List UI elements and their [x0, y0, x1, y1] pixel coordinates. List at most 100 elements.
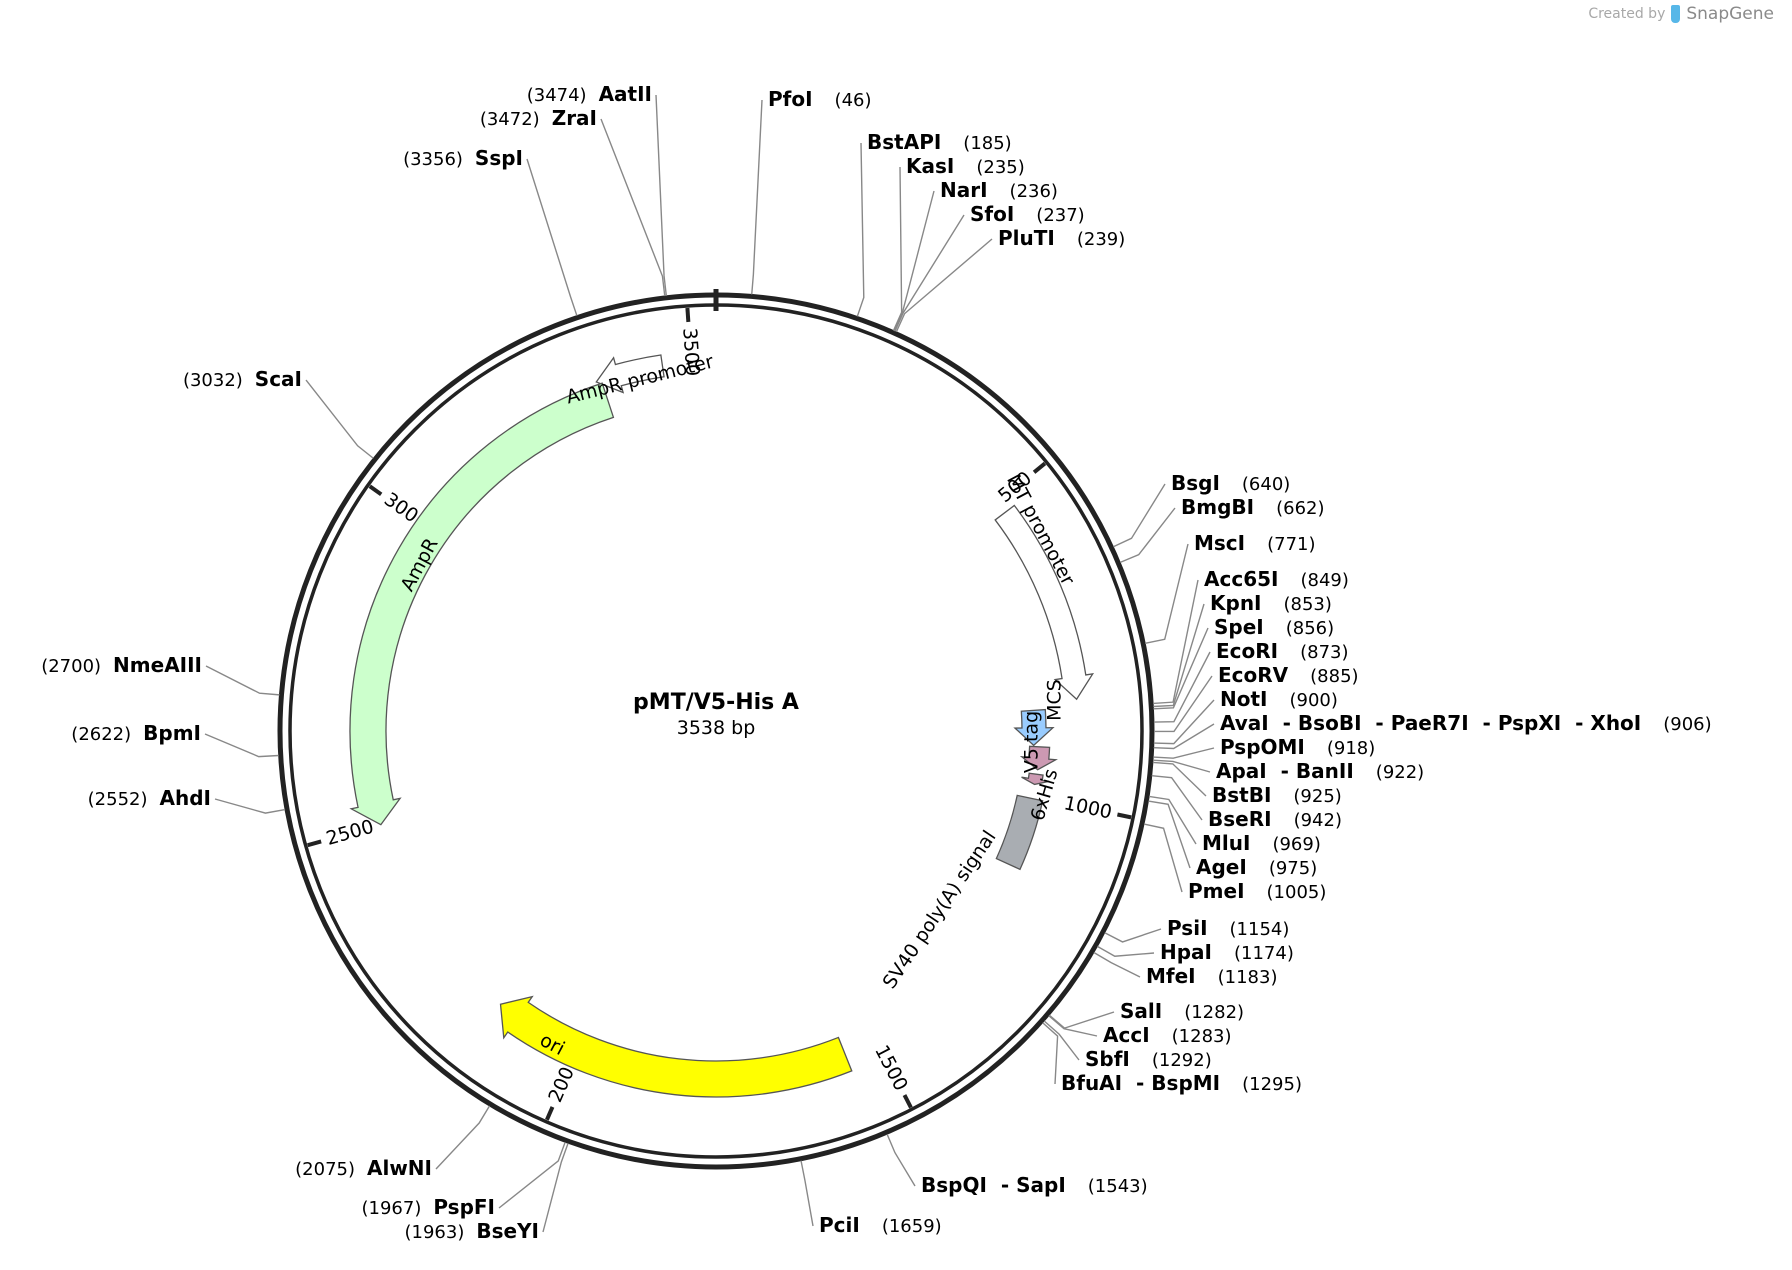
site-apai: ApaI - BanII (922): [1152, 759, 1424, 783]
site-nari-position: (236): [1010, 181, 1058, 202]
site-pmei-leader: [1143, 823, 1183, 893]
site-pspomi-position: (918): [1327, 738, 1375, 759]
site-nmeaiii-name: NmeAIII: [113, 653, 202, 677]
feature-ampr: [349, 382, 615, 826]
site-pfoi-leader: [751, 99, 763, 295]
site-agei: AgeI(975): [1148, 800, 1317, 879]
site-bstbi-position: (925): [1293, 786, 1341, 807]
site-bseyi-position: (1963): [405, 1222, 465, 1243]
site-pcii-name: PciI: [819, 1213, 860, 1237]
site-pcii-position: (1659): [882, 1216, 942, 1237]
site-bseyi-name: BseYI: [476, 1219, 539, 1243]
site-bstapi-position: (185): [963, 133, 1011, 154]
tick-mark: [1116, 812, 1132, 820]
site-aatii: AatII(3474): [527, 82, 668, 296]
site-sbfi-leader: [1043, 1020, 1080, 1061]
site-ecorv-position: (885): [1310, 666, 1358, 687]
site-bseri-position: (942): [1294, 810, 1342, 831]
site-pluti: PluTI(239): [895, 226, 1125, 333]
site-pluti-position: (239): [1077, 229, 1125, 250]
site-nmeaiii-position: (2700): [41, 656, 101, 677]
site-bseyi-leader: [542, 1143, 569, 1233]
tick-mark: [307, 839, 322, 848]
feature-mcs: [1013, 708, 1055, 747]
site-bstbi: BstBI(925): [1152, 761, 1342, 807]
feature-ori: [499, 995, 853, 1098]
site-pmei-name: PmeI: [1188, 879, 1245, 903]
feature-6xhis-arrow: [1021, 772, 1050, 786]
site-mlui-name: MluI: [1202, 831, 1250, 855]
snapgene-logo-icon: [1671, 5, 1681, 23]
plasmid-length: 3538 bp: [677, 717, 756, 739]
site-avai: AvaI - BsoBI - PaeR7I - PspXI - XhoI(906…: [1153, 711, 1712, 750]
site-acci-position: (1283): [1172, 1026, 1232, 1047]
site-sali-leader: [1048, 1011, 1115, 1029]
site-pfoi-name: PfoI: [768, 87, 813, 111]
site-agei-leader: [1148, 800, 1191, 869]
site-mfei-name: MfeI: [1146, 964, 1196, 988]
site-sbfi-name: SbfI: [1085, 1047, 1130, 1071]
feature-mt-promoter: [994, 504, 1095, 701]
site-psii-position: (1154): [1230, 919, 1290, 940]
credit-brand: SnapGene: [1686, 4, 1774, 24]
site-kpni-name: KpnI: [1210, 591, 1262, 615]
site-bstapi-name: BstAPI: [867, 130, 941, 154]
site-mlui-position: (969): [1272, 834, 1320, 855]
site-pspfi-name: PspFI: [433, 1195, 495, 1219]
site-bseri-leader: [1151, 774, 1203, 821]
site-bpmi-position: (2622): [71, 724, 131, 745]
feature-ori-arrow: [499, 995, 853, 1098]
site-bspqi-position: (1543): [1088, 1176, 1148, 1197]
site-kpni: KpnI (853): [1153, 591, 1332, 708]
site-ecorv-leader: [1153, 675, 1213, 733]
site-ahdi-leader: [214, 798, 286, 814]
site-ecori: EcoRI(873): [1153, 639, 1349, 723]
site-sspi-leader: [526, 158, 578, 316]
tick-label: 2500: [324, 816, 376, 850]
site-apai-name: ApaI - BanII: [1216, 759, 1354, 783]
site-acc65i-leader: [1153, 579, 1199, 705]
snapgene-credit: Created by SnapGene: [1588, 4, 1774, 24]
site-kpni-position: (853): [1284, 594, 1332, 615]
site-bspqi: BspQI - SapI(1543): [886, 1133, 1148, 1197]
site-mlui-leader: [1148, 795, 1197, 845]
site-kasi-position: (235): [976, 157, 1024, 178]
site-bpmi-name: BpmI: [143, 721, 201, 745]
site-alwni-leader: [435, 1105, 491, 1170]
site-sali-name: SalI: [1120, 999, 1162, 1023]
site-bmgbi-name: BmgBI: [1181, 495, 1254, 519]
site-zrai: ZraI(3472): [480, 106, 666, 297]
site-alwni-position: (2075): [295, 1159, 355, 1180]
site-ahdi-name: AhdI: [160, 786, 211, 810]
site-alwni: AlwNI(2075): [295, 1105, 491, 1180]
site-sfoi-leader: [894, 214, 965, 332]
site-avai-position: (906): [1663, 714, 1711, 735]
feature-v5-tag: [1019, 745, 1058, 771]
feature-sv40-poly-a-signal-arrow: [995, 794, 1044, 871]
tick-label: 1500: [870, 1042, 912, 1095]
site-sfoi-name: SfoI: [970, 202, 1014, 226]
site-acci-name: AccI: [1103, 1023, 1150, 1047]
site-bspqi-leader: [886, 1133, 916, 1187]
site-apai-position: (922): [1376, 762, 1424, 783]
site-msci-leader: [1144, 543, 1189, 644]
site-aatii-name: AatII: [599, 82, 652, 106]
site-ahdi-position: (2552): [88, 789, 148, 810]
tick-label: 1000: [1062, 792, 1114, 823]
site-spei-name: SpeI: [1214, 615, 1264, 639]
site-apai-leader: [1152, 759, 1211, 773]
site-nmeaiii: NmeAIII (2700): [41, 653, 280, 696]
site-pspfi: PspFI(1967): [362, 1141, 566, 1219]
site-scai-leader: [305, 379, 374, 459]
site-zrai-name: ZraI: [552, 106, 597, 130]
site-sspi-position: (3356): [403, 149, 463, 170]
site-msci-name: MscI: [1194, 531, 1245, 555]
plasmid-name: pMT/V5-His A: [633, 690, 799, 715]
tick-mark: [1032, 461, 1047, 474]
site-hpai-position: (1174): [1234, 943, 1294, 964]
site-hpai-name: HpaI: [1160, 940, 1212, 964]
site-nari: NarI(236): [893, 178, 1058, 332]
site-scai-name: ScaI: [255, 367, 302, 391]
site-aatii-leader: [655, 94, 668, 296]
